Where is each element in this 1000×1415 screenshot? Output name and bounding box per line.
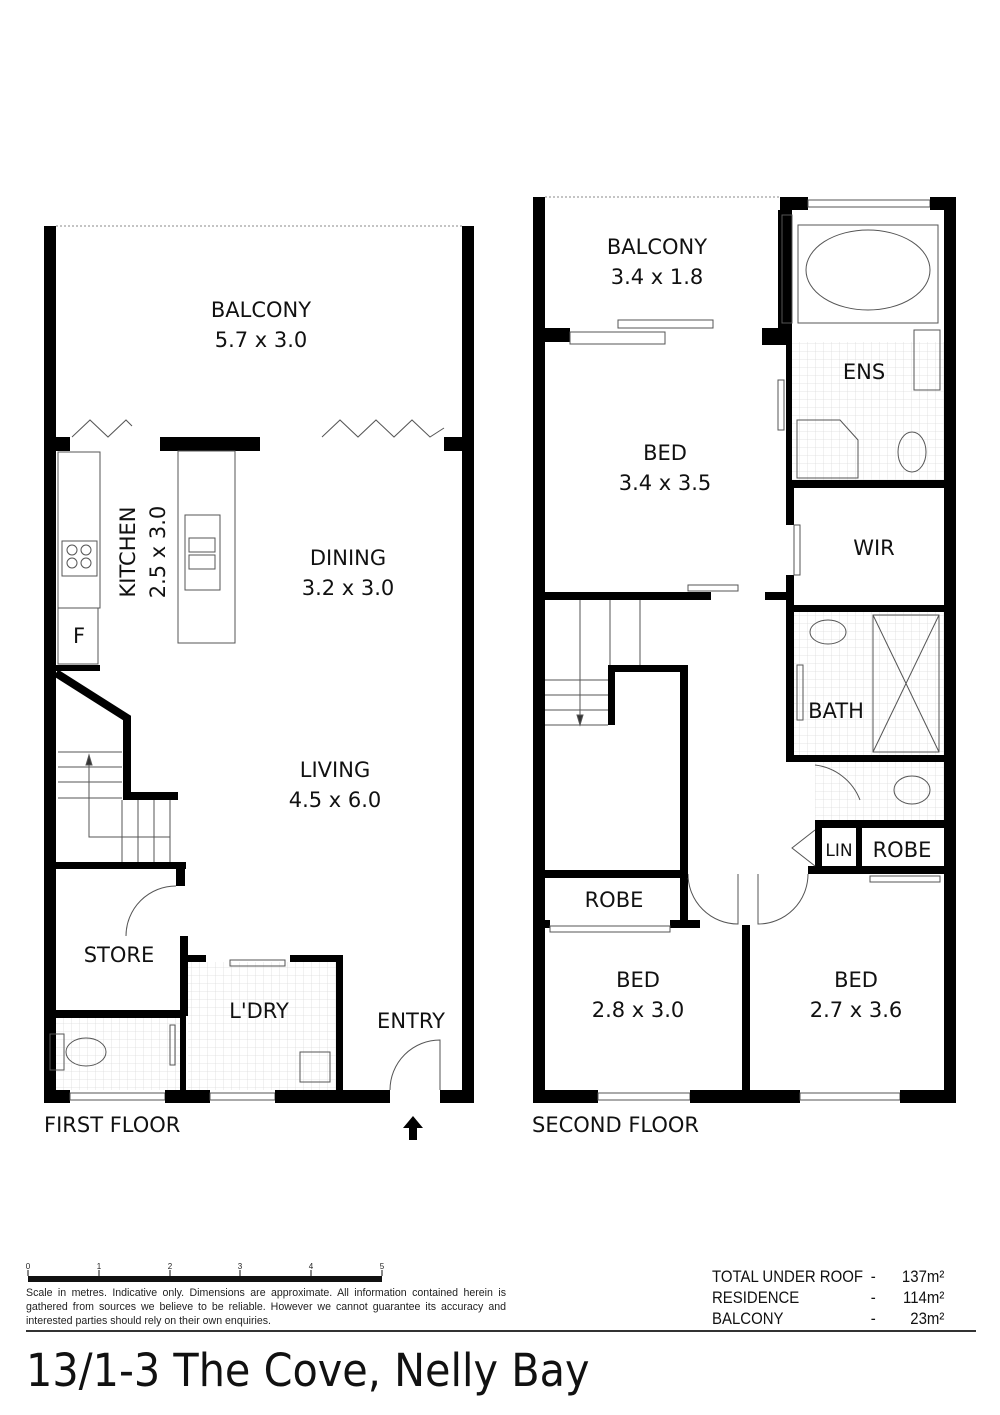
- ensuite-label: ENS: [843, 360, 885, 384]
- robe-label-1: ROBE: [873, 838, 932, 862]
- linen-label: LIN: [825, 841, 852, 861]
- laundry-tub-icon: [299, 1051, 331, 1083]
- living-size: 4.5 x 6.0: [289, 788, 382, 812]
- toilet-sliding-door[interactable]: [169, 1024, 176, 1066]
- bed3-door[interactable]: [757, 873, 809, 925]
- bathtub-icon: [805, 229, 931, 311]
- bath-tiles: [794, 612, 944, 755]
- bifold-door-right[interactable]: [321, 419, 445, 438]
- fridge-label: F: [73, 624, 85, 648]
- dining-label: DINING: [310, 546, 386, 570]
- area-dash: -: [870, 1309, 876, 1328]
- kitchen-size: 2.5 x 3.0: [146, 506, 170, 599]
- area-dash: -: [870, 1267, 876, 1286]
- scale-tick: 5: [380, 1262, 385, 1271]
- bath-sliding-door[interactable]: [796, 664, 804, 721]
- bed1-size: 3.4 x 3.5: [619, 471, 712, 495]
- balcony-label: BALCONY: [211, 298, 311, 322]
- bed3-label: BED: [834, 968, 878, 992]
- wir-sliding-door[interactable]: [793, 524, 801, 576]
- property-address: 13/1-3 The Cove, Nelly Bay: [26, 1344, 590, 1397]
- bed2-size: 2.8 x 3.0: [592, 998, 685, 1022]
- toilet-icon-2: [893, 775, 931, 805]
- area-row: RESIDENCE - 114m²: [712, 1287, 944, 1308]
- scale-bar: 0 1 2 3 4 5: [26, 1262, 385, 1282]
- kitchen-wall: [160, 437, 260, 451]
- scale-tick: 1: [97, 1262, 102, 1271]
- scale-tick: 2: [168, 1262, 173, 1271]
- area-value: 114m²: [903, 1288, 945, 1307]
- area-value: 137m²: [901, 1267, 945, 1286]
- second-floor-plan: BALCONY 3.4 x 1.8 BED 3.4 x 3.5 ENS WIR …: [532, 196, 956, 1137]
- ensuite-tiles: [792, 342, 944, 480]
- scale-tick: 3: [238, 1262, 243, 1271]
- disclaimer: Scale in metres. Indicative only. Dimens…: [26, 1287, 506, 1327]
- divider: [26, 1330, 976, 1332]
- wir-label: WIR: [853, 536, 895, 560]
- bath-shower-icon: [872, 614, 940, 753]
- bifold-door-left[interactable]: [71, 419, 133, 438]
- second-floor-label: SECOND FLOOR: [532, 1113, 699, 1137]
- ensuite-sliding-door[interactable]: [777, 379, 785, 431]
- stairs-second: [545, 600, 641, 727]
- balcony-sliding-door[interactable]: [617, 319, 714, 329]
- balcony2-label: BALCONY: [607, 235, 707, 259]
- area-name: BALCONY: [712, 1309, 784, 1328]
- laundry-tiles: [188, 962, 336, 1090]
- scale-tick: 0: [26, 1262, 31, 1271]
- bed1-label: BED: [643, 441, 687, 465]
- area-dash: -: [870, 1288, 876, 1307]
- area-row: TOTAL UNDER ROOF- 137m²: [712, 1266, 944, 1287]
- balcony2-size: 3.4 x 1.8: [611, 265, 704, 289]
- living-label: LIVING: [300, 758, 370, 782]
- laundry-sliding-door[interactable]: [229, 959, 286, 967]
- balcony-size: 5.7 x 3.0: [215, 328, 308, 352]
- entry-door[interactable]: [389, 1039, 441, 1091]
- first-floor-label: FIRST FLOOR: [44, 1113, 180, 1137]
- area-name: TOTAL UNDER ROOF: [712, 1267, 864, 1286]
- robe-label-2: ROBE: [585, 888, 644, 912]
- toilet-tiles: [56, 1018, 181, 1090]
- kitchen-island: [177, 450, 236, 644]
- bed3-size: 2.7 x 3.6: [810, 998, 903, 1022]
- ensuite-basin-icon: [913, 329, 941, 391]
- toilet-door[interactable]: [814, 764, 861, 801]
- bed2-door[interactable]: [687, 873, 739, 925]
- area-row: BALCONY - 23m²: [712, 1308, 944, 1329]
- entry-label: ENTRY: [377, 1009, 445, 1033]
- shower-icon: [796, 419, 859, 479]
- entry-arrow-icon: [403, 1116, 423, 1140]
- store-door[interactable]: [125, 885, 177, 937]
- bed2-label: BED: [616, 968, 660, 992]
- area-value: 23m²: [910, 1309, 945, 1328]
- sink-icon: [184, 514, 221, 591]
- first-floor-plan: F: [44, 225, 474, 1140]
- scale-tick: 4: [309, 1262, 314, 1271]
- store-label: STORE: [84, 943, 155, 967]
- bath-basin-icon: [809, 619, 847, 645]
- robe-door[interactable]: [869, 875, 941, 883]
- bed1-sliding-door[interactable]: [687, 584, 739, 592]
- toilet-icon: [65, 1037, 107, 1067]
- stairs: [58, 751, 171, 862]
- laundry-label: L'DRY: [229, 999, 289, 1023]
- area-summary: TOTAL UNDER ROOF-137m² RESIDENCE-114m² B…: [712, 1266, 944, 1329]
- area-name: RESIDENCE: [712, 1288, 800, 1307]
- bath-label: BATH: [808, 699, 864, 723]
- ensuite-toilet-icon: [897, 431, 927, 473]
- cooktop-icon: [61, 540, 98, 577]
- dining-size: 3.2 x 3.0: [302, 576, 395, 600]
- linen-door[interactable]: [791, 829, 816, 867]
- kitchen-label: KITCHEN: [116, 507, 140, 598]
- robe-sliding-door[interactable]: [549, 925, 671, 933]
